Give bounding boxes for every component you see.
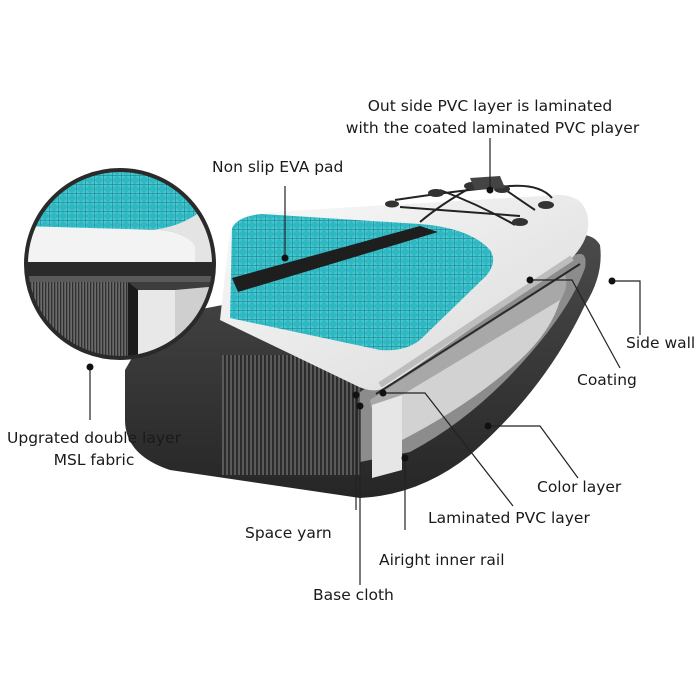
label-coating: Coating [577, 371, 637, 389]
label-side-wall: Side wall [626, 334, 696, 352]
label-space-yarn: Space yarn [245, 524, 332, 542]
label-base-cloth: Base cloth [313, 586, 394, 604]
label-outside-pvc-line2: with the coated laminated PVC player [345, 119, 640, 137]
label-color-layer: Color layer [537, 478, 622, 496]
label-laminated-pvc-layer: Laminated PVC layer [428, 509, 590, 527]
label-upgraded-line2: MSL fabric [53, 451, 135, 469]
leader-dots [86, 186, 616, 462]
board-eva-pad [230, 214, 494, 351]
board-body [125, 176, 601, 498]
label-upgraded-line1: Upgrated double layer [7, 429, 181, 447]
bungee-cords [385, 176, 554, 226]
board-black-strap [232, 226, 438, 292]
board-color-layer [372, 395, 402, 478]
label-non-slip-eva-pad: Non slip EVA pad [212, 158, 344, 176]
leader-lines [89, 138, 641, 585]
label-airtight-inner-rail: Airight inner rail [379, 551, 505, 569]
label-outside-pvc-line1: Out side PVC layer is laminated [367, 97, 613, 115]
